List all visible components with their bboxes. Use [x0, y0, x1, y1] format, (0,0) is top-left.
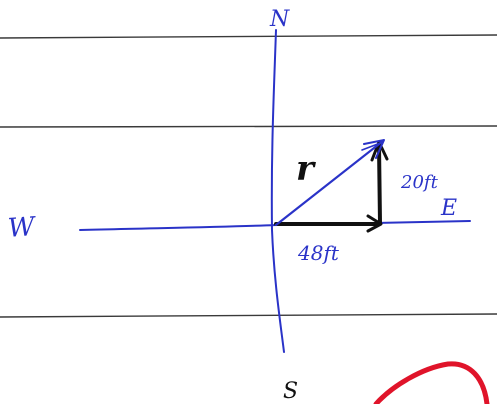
ruled-line — [0, 313, 497, 318]
vertical-length-label: 20ft — [400, 172, 439, 193]
vertical-vector — [370, 140, 389, 225]
horizontal-length-label: 48ft — [297, 241, 340, 265]
east-label: E — [440, 196, 457, 221]
resultant-label: r — [296, 149, 316, 189]
north-south-axis — [270, 29, 285, 353]
ruled-lines — [0, 34, 497, 318]
red-annotation-mark — [373, 361, 490, 404]
north-label: N — [269, 7, 290, 32]
east-west-axis — [79, 220, 471, 231]
west-label: W — [7, 212, 38, 244]
horizontal-vector — [274, 214, 383, 233]
resultant-vector — [274, 139, 385, 227]
ruled-line — [0, 125, 497, 128]
south-label: S — [283, 379, 298, 404]
ruled-line — [0, 34, 497, 39]
